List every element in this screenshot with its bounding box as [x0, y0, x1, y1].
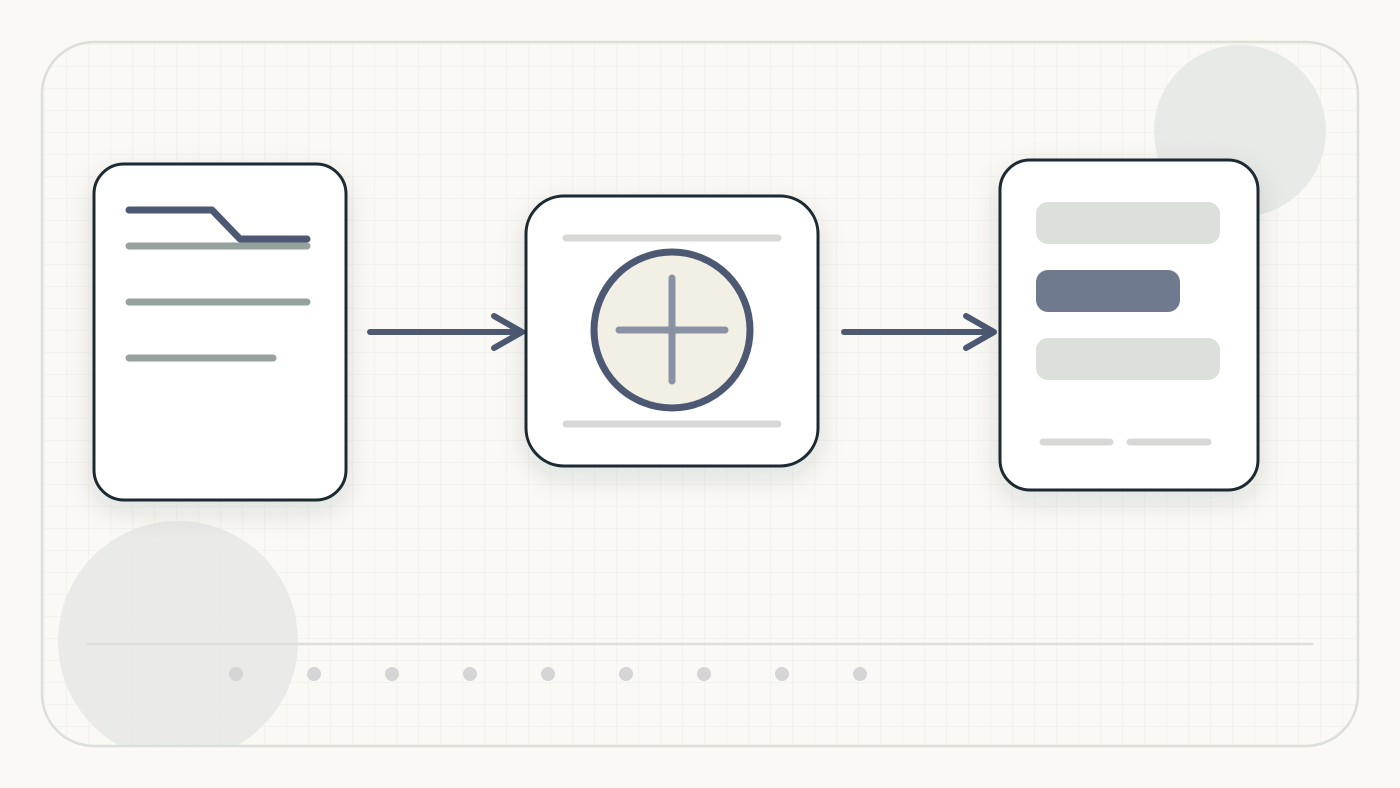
panel-row	[1036, 202, 1220, 244]
panel-row	[1036, 338, 1220, 380]
progress-dots	[229, 667, 867, 681]
node-add-step	[524, 194, 820, 468]
progress-dot	[619, 667, 633, 681]
plus-circle-icon	[590, 248, 754, 412]
decor-circle-bottom-left	[58, 521, 298, 746]
document-icon	[125, 206, 311, 362]
progress-dot	[853, 667, 867, 681]
arrow-right-icon	[367, 313, 525, 351]
progress-dot	[697, 667, 711, 681]
node-source-document	[92, 162, 348, 502]
progress-dot	[385, 667, 399, 681]
arrow-right-icon	[841, 313, 997, 351]
progress-dot	[541, 667, 555, 681]
frame-border	[40, 40, 1360, 748]
form-panel-icon	[1036, 202, 1220, 446]
progress-dot	[775, 667, 789, 681]
panel-row-selected	[1036, 270, 1180, 312]
progress-dot	[229, 667, 243, 681]
node-result-panel	[998, 158, 1260, 492]
progress-dot	[463, 667, 477, 681]
progress-dot	[307, 667, 321, 681]
